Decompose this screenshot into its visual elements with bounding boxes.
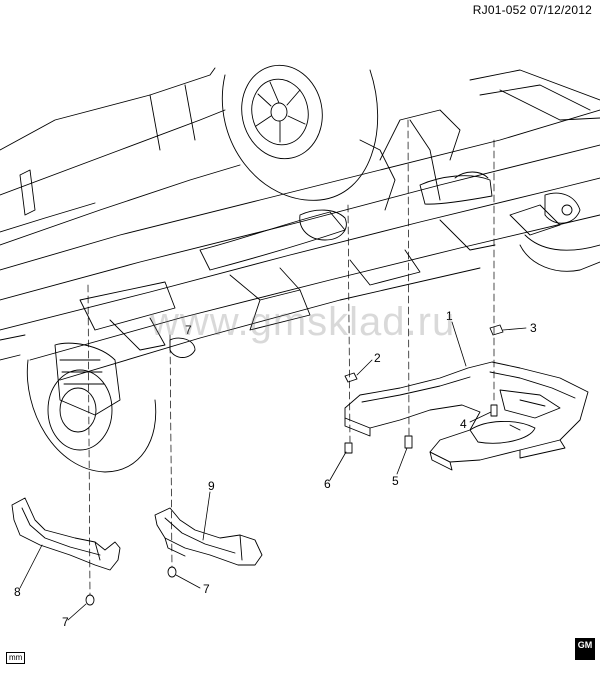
callout-6: 6 — [324, 477, 331, 491]
callout-5: 5 — [392, 474, 399, 488]
callout-4: 4 — [460, 417, 467, 431]
callout-2: 2 — [374, 351, 381, 365]
diagram-reference-code: RJ01-052 07/12/2012 — [472, 3, 592, 17]
fastener-7-middle — [167, 566, 177, 578]
callout-7-middle: 7 — [203, 582, 210, 596]
rear-wheel-top — [221, 64, 379, 201]
front-wheel-right — [519, 234, 600, 272]
callout-1: 1 — [446, 309, 453, 323]
callout-labels: 1 2 3 4 5 6 7 7 7 8 9 — [14, 309, 537, 629]
part-9-shield — [154, 507, 263, 566]
fastener-2 — [344, 372, 358, 383]
callout-9: 9 — [208, 479, 215, 493]
rear-wheel-left — [26, 342, 157, 473]
alignment-lines — [87, 119, 495, 596]
callout-8: 8 — [14, 585, 21, 599]
part-1-underbody-shield — [344, 361, 589, 471]
fasteners — [85, 324, 504, 606]
leader-lines — [19, 321, 527, 621]
vehicle-underbody — [0, 64, 600, 473]
fastener-5 — [404, 435, 413, 449]
gm-logo-text: GM — [577, 640, 593, 650]
fastener-7-left — [85, 594, 95, 606]
callout-7-shield: 7 — [185, 323, 192, 337]
watermark-text: www.gmsklad.ru — [150, 300, 456, 344]
part-8-shield — [11, 497, 121, 571]
fastener-3 — [489, 324, 504, 336]
fastener-6 — [344, 442, 353, 454]
fastener-4 — [490, 404, 498, 417]
callout-7-left: 7 — [62, 615, 69, 629]
unit-label: mm — [6, 652, 26, 664]
gm-logo: GM — [575, 638, 595, 660]
callout-3: 3 — [530, 321, 537, 335]
